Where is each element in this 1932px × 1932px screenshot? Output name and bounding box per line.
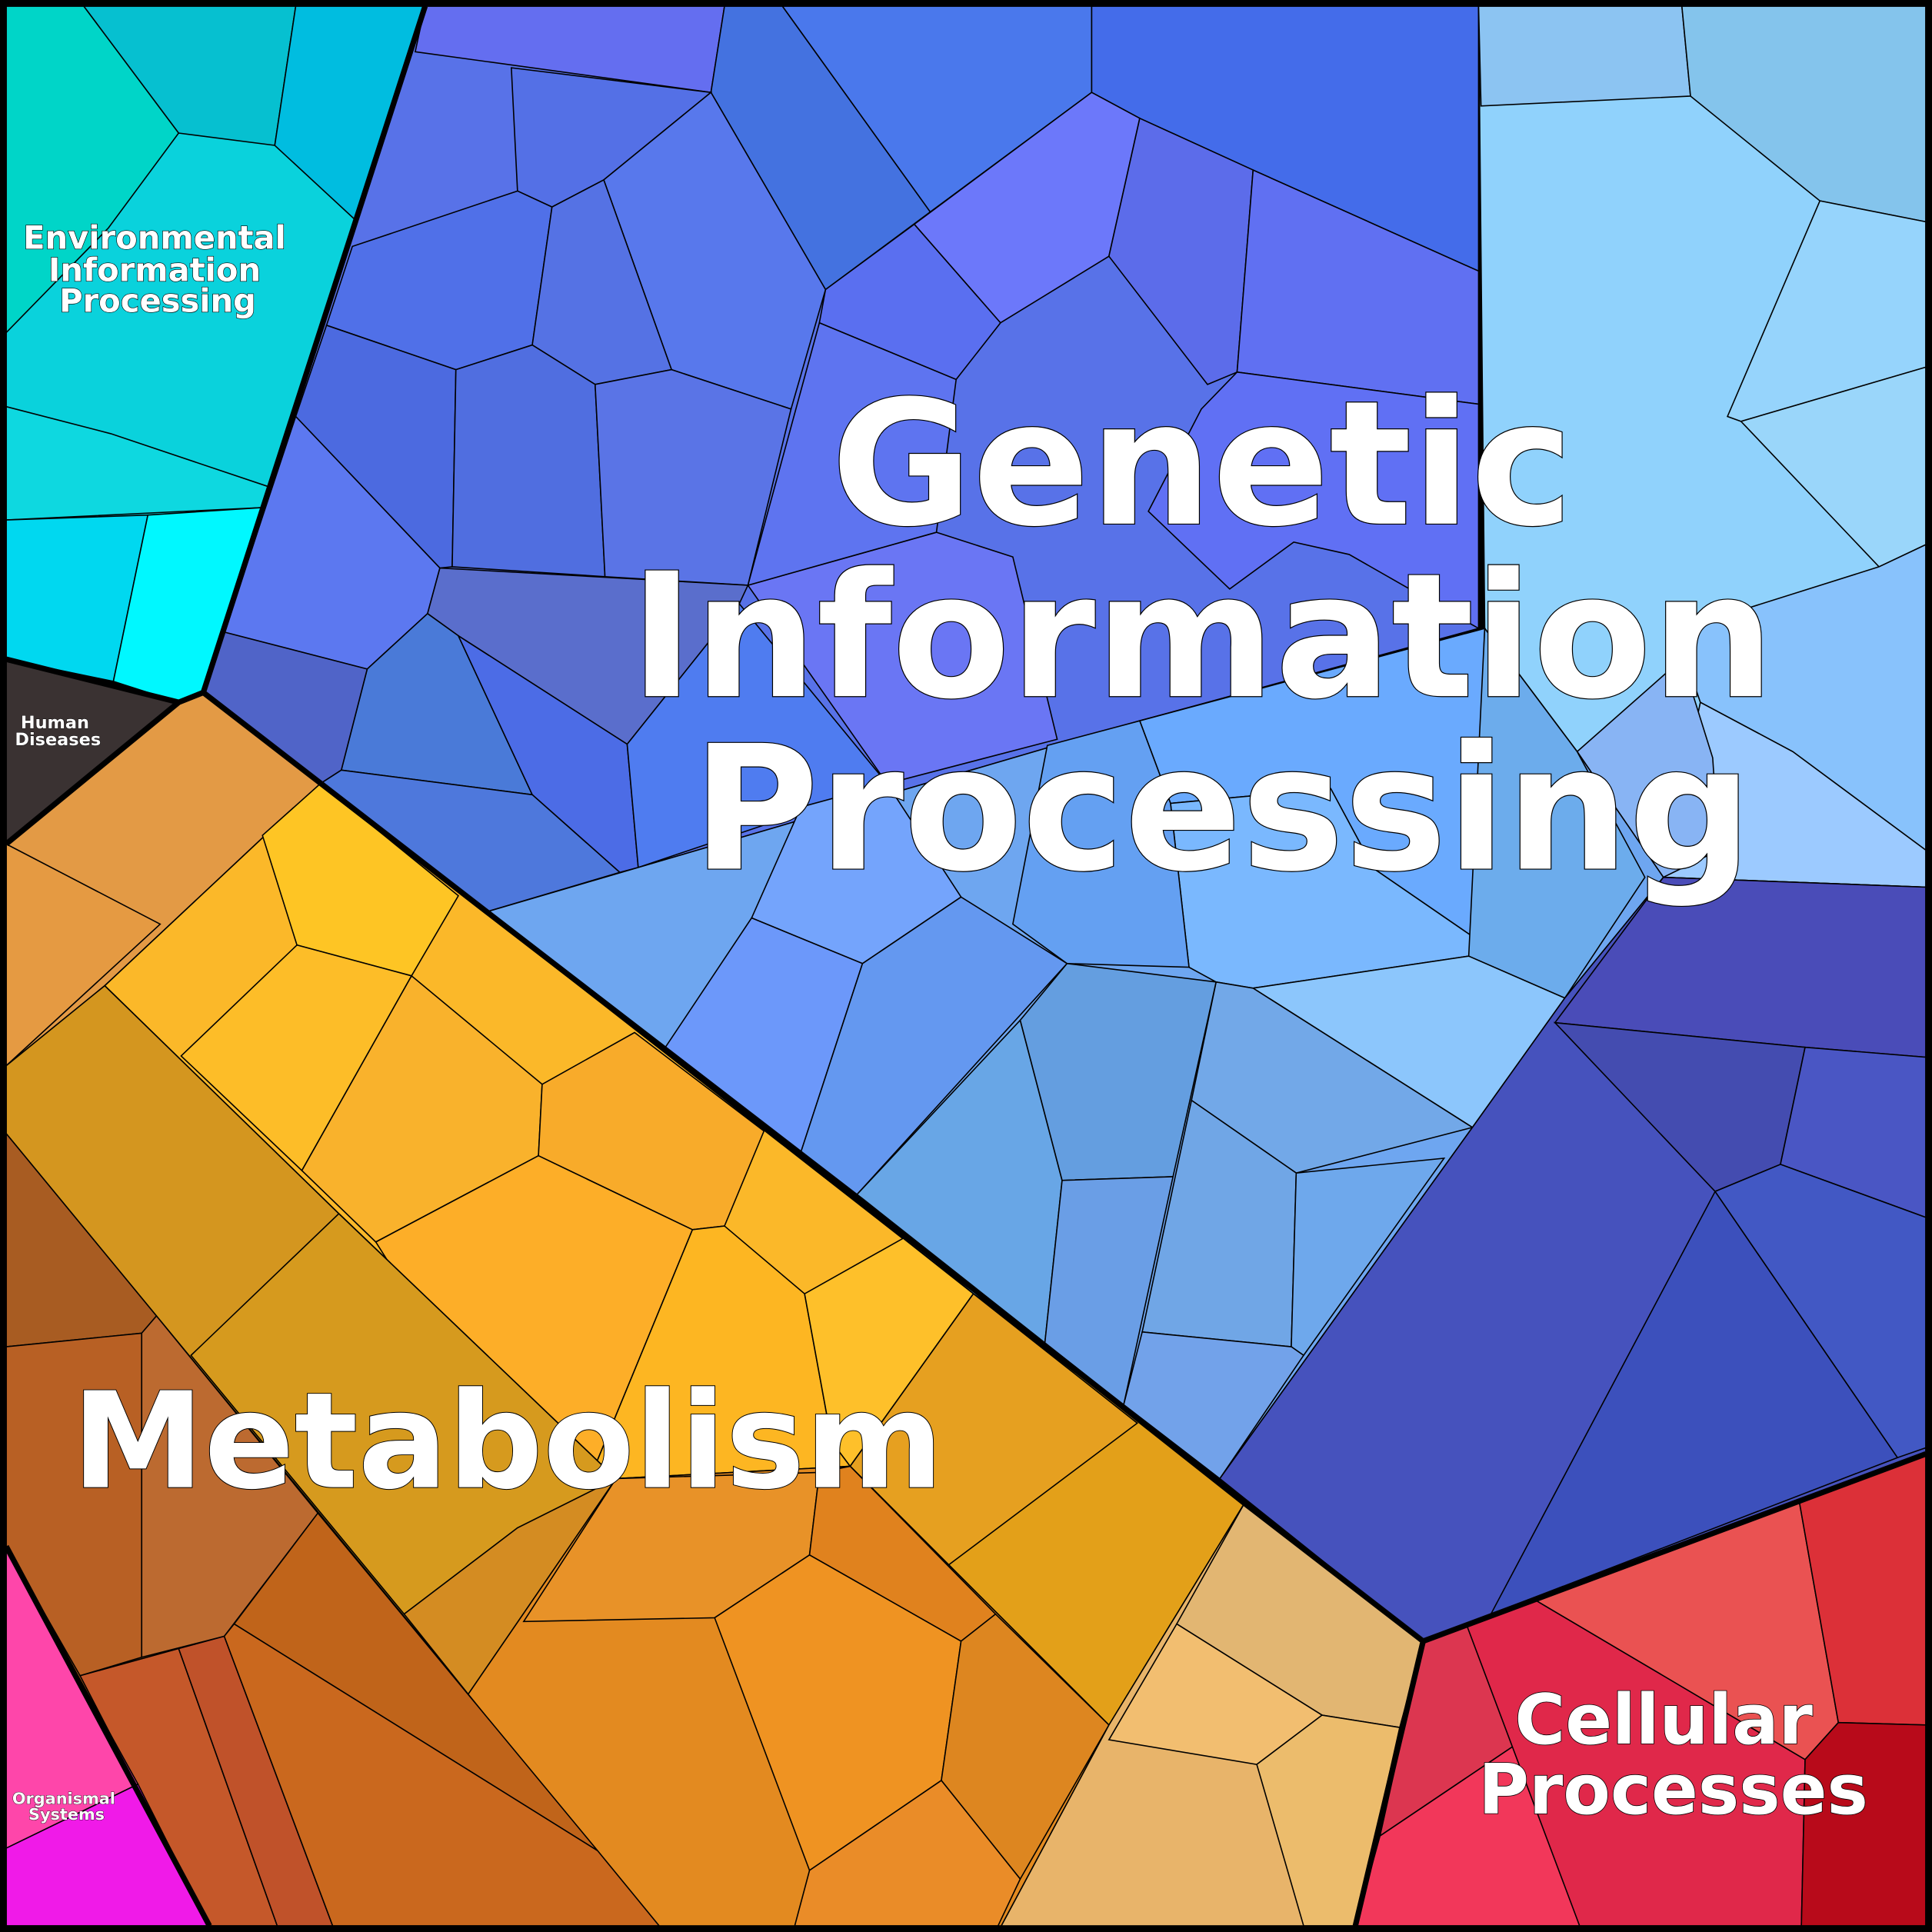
cell	[794, 1779, 1021, 1927]
cell	[1477, 5, 1691, 107]
group-environmental-information-processing	[5, 5, 426, 704]
cell	[451, 344, 606, 578]
label-cellular-processes: Cellular Processes	[1478, 1681, 1868, 1830]
cell	[1467, 626, 1646, 999]
label-organismal-systems: Organismal Systems	[12, 1789, 121, 1824]
border-human-diseases	[5, 656, 180, 705]
label-genetic-information-processing: Genetic Information Processing	[630, 364, 1834, 910]
border-env-genetic	[200, 5, 428, 694]
group-genetic-information-processing	[202, 5, 1932, 1642]
cell	[1108, 117, 1254, 385]
cell	[1191, 981, 1474, 1174]
cell	[747, 321, 958, 587]
cell	[1011, 720, 1190, 968]
cell	[800, 896, 1068, 1197]
cell	[818, 223, 1001, 381]
cell	[941, 1613, 1110, 1880]
label-human-diseases: Human Diseases	[15, 713, 101, 750]
border-metabolism	[4, 689, 1426, 1927]
cell	[594, 368, 792, 586]
cell	[913, 92, 1141, 324]
group-metabolism	[5, 691, 1424, 1932]
cell	[261, 782, 459, 977]
cell	[1123, 1331, 1305, 1480]
cell	[1148, 371, 1480, 630]
label-metabolism: Metabolism	[72, 1364, 944, 1519]
label-environmental-information-processing: Environmental Information Processing	[23, 219, 297, 320]
border-organismal	[3, 1544, 212, 1927]
cell	[1019, 962, 1217, 1181]
group-cellular-processes	[1354, 1453, 1927, 1927]
border-cellular	[1422, 1451, 1927, 1644]
